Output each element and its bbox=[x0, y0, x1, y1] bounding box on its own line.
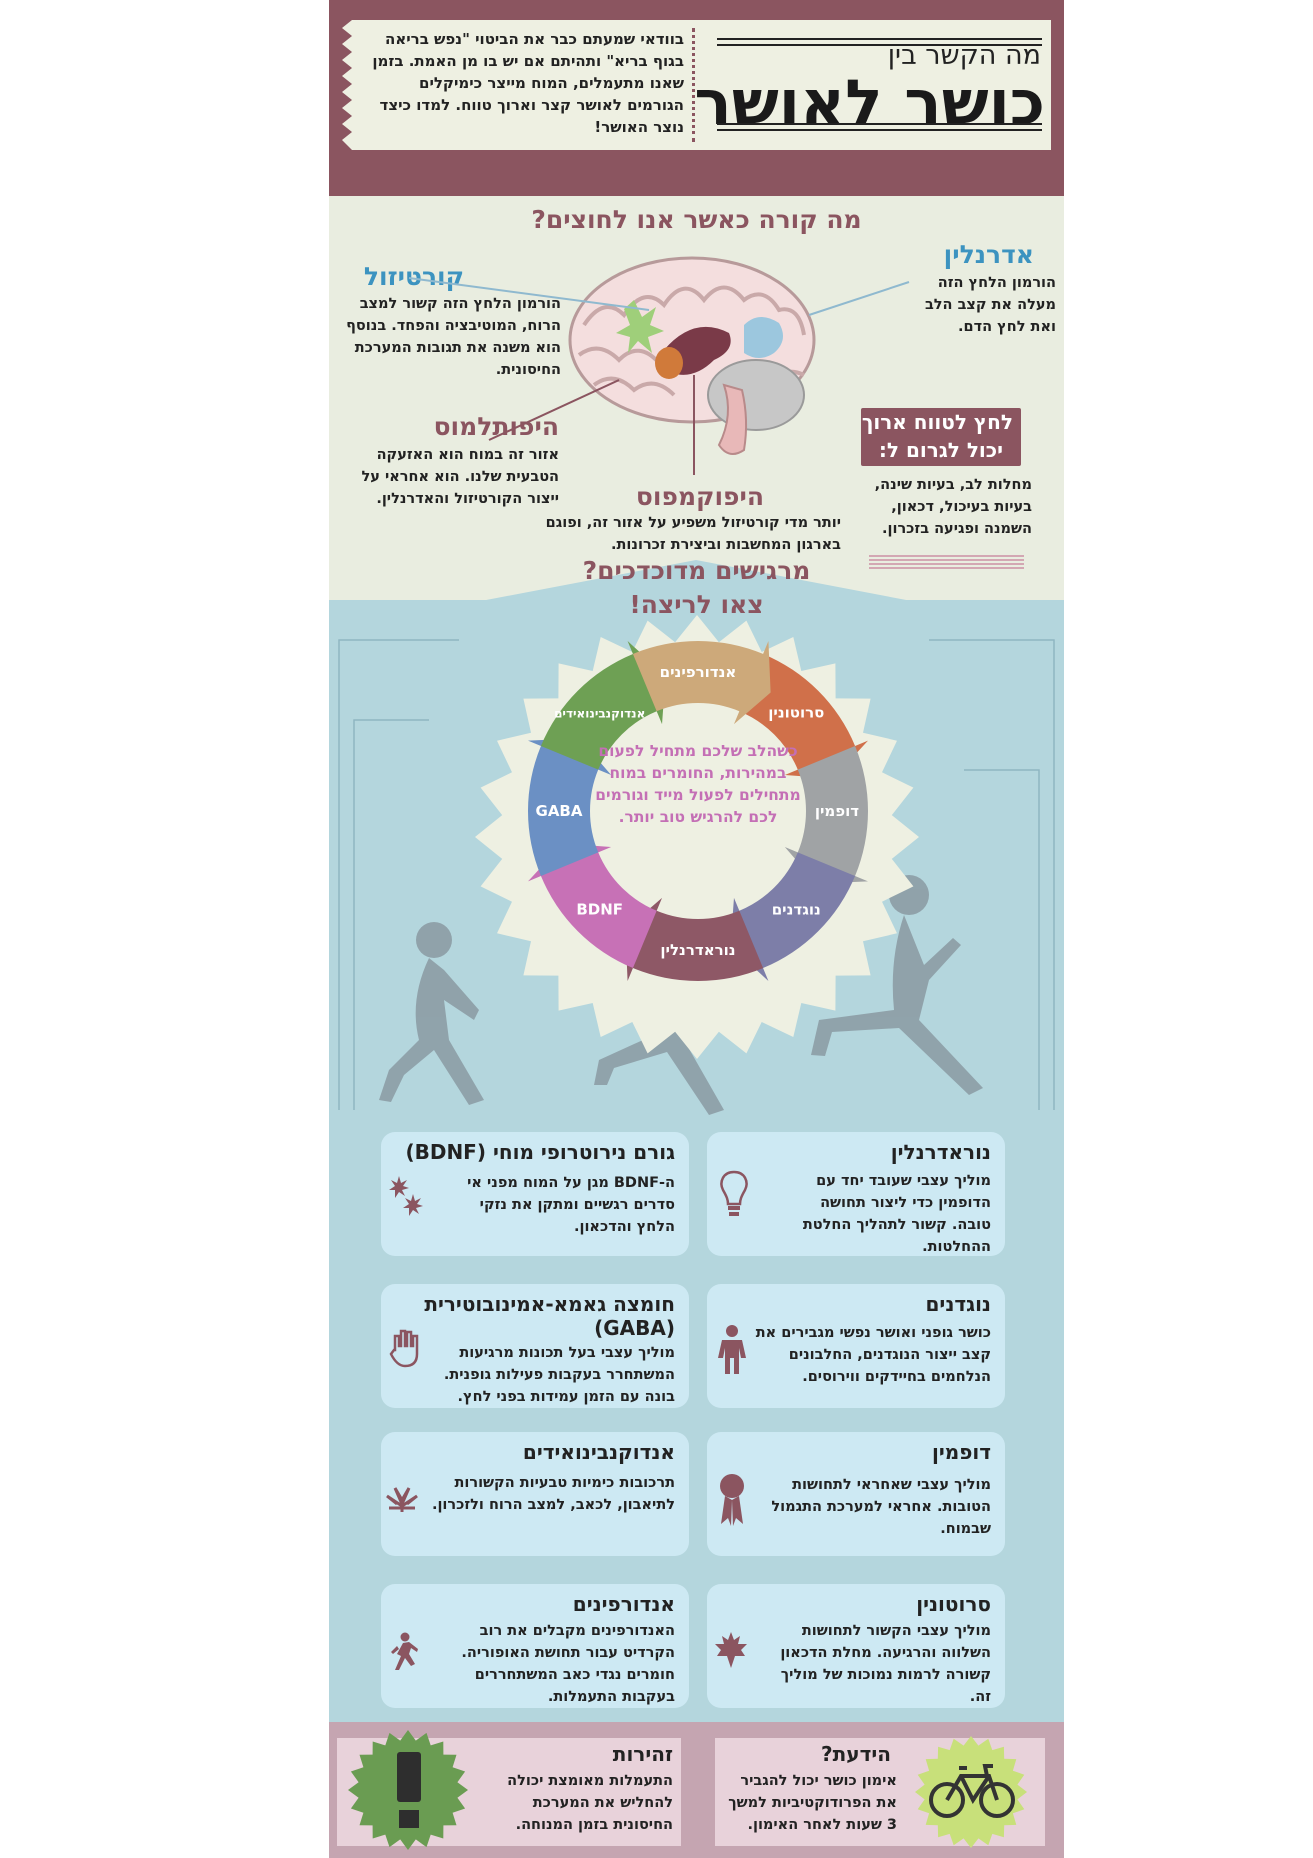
cycle-segment-label: אנדורפינים bbox=[660, 663, 737, 681]
card-endocannabinoids-text: תרכובות כימיות טבעיות הקשורות לתיאבון, ל… bbox=[431, 1475, 675, 1513]
cycle-segment-label: GABA bbox=[536, 802, 583, 820]
warning-title: זהירות bbox=[612, 1742, 673, 1766]
footer-band: הידעת? אימון כושר יכול להגביר את הפרודוק… bbox=[329, 1722, 1064, 1858]
card-noradrenaline: נוראדרנלין מוליך עצבי שעובד יחד עם הדופמ… bbox=[707, 1132, 1005, 1256]
card-serotonin: סרוטונין מוליך עצבי הקשור לתחושות השלווה… bbox=[707, 1584, 1005, 1708]
cycle-segment bbox=[528, 738, 612, 877]
run-cta-heading: צאו לריצה! bbox=[629, 590, 764, 619]
card-antibodies-title: נוגדנים bbox=[925, 1292, 992, 1316]
card-gaba: חומצה גאמא-אמינובוטירית (GABA) מוליך עצב… bbox=[381, 1284, 689, 1408]
card-bdnf-text: ה-BDNF מגן על המוח מפני אי סדרים רגשיים … bbox=[467, 1175, 675, 1235]
card-serotonin-title: סרוטונין bbox=[916, 1592, 991, 1616]
run-question-heading: מרגישים מדוכדכים? bbox=[582, 556, 811, 585]
adrenaline-text: הורמון הלחץ הזה מעלה את קצב הלב ואת לחץ … bbox=[924, 275, 1056, 335]
header-band: בוודאי שמעתם כבר את הביטוי "נפש בריאה בג… bbox=[329, 0, 1064, 196]
cycle-segment-label: נוראדרנלין bbox=[660, 941, 735, 959]
warning-badge bbox=[348, 1730, 468, 1850]
cortisol-text: הורמון הלחץ הזה קשור למצב הרוח, המוטיבצי… bbox=[346, 296, 561, 378]
title-rule-bottom-2 bbox=[717, 129, 1042, 131]
title-card: בוודאי שמעתם כבר את הביטוי "נפש בריאה בג… bbox=[342, 20, 1051, 150]
cycle-segment bbox=[528, 843, 657, 969]
card-dopamine: דופמין מוליך עצבי שאחראי לתחושות הטובות.… bbox=[707, 1432, 1005, 1556]
cycle-segment bbox=[784, 745, 868, 884]
cycle-segment-label: BDNF bbox=[576, 900, 623, 918]
cycle-center-text: כשהלב שלכם מתחיל לפעום במהירות, החומרים … bbox=[595, 742, 801, 826]
bicycle-icon bbox=[929, 1764, 1015, 1818]
cycle-segment bbox=[739, 653, 868, 779]
lightbulb-icon bbox=[720, 1170, 748, 1216]
long-term-text: מחלות לב, בעיות שינה, בעיות בעיכול, דכאו… bbox=[874, 477, 1032, 537]
hypothalamus-text: אזור זה במוח הוא האזעקה הטבעית שלנו. הוא… bbox=[361, 447, 560, 507]
cycle-segment bbox=[632, 641, 771, 725]
warning-card: זהירות התעמלות מאומצת יכולה להחליש את המ… bbox=[337, 1738, 681, 1846]
neurochemical-cycle: סרוטונין דופמין נוגדנים נוראדרנלין BDNF GABA א… bbox=[528, 641, 868, 981]
bicycle-badge bbox=[915, 1736, 1027, 1848]
card-gaba-text: מוליך עצבי בעל תכונות מרגיעות המשתחרר בע… bbox=[443, 1345, 675, 1405]
connector-lines bbox=[408, 277, 910, 475]
frame-lines bbox=[338, 639, 1055, 1110]
hand-icon bbox=[389, 1329, 419, 1368]
long-term-title-1: לחץ לטווח ארוך bbox=[861, 410, 1013, 434]
fact-title: הידעת? bbox=[821, 1742, 891, 1766]
striped-divider bbox=[869, 555, 1024, 569]
cycle-segment-label: נוגדנים bbox=[772, 900, 821, 918]
card-noradrenaline-text: מוליך עצבי שעובד יחד עם הדופמין כדי ליצו… bbox=[802, 1173, 991, 1255]
title-rule-top bbox=[717, 38, 1042, 40]
exclamation-icon bbox=[397, 1752, 421, 1828]
card-gaba-title: חומצה גאמא-אמינובוטירית (GABA) bbox=[424, 1292, 675, 1340]
header-divider bbox=[692, 28, 695, 142]
card-endorphins-text: האנדורפינים מקבלים את רוב הקרדיט עבור תח… bbox=[461, 1623, 675, 1705]
cycle-segment bbox=[625, 897, 764, 981]
zigzag-edge-left bbox=[342, 20, 352, 150]
card-dopamine-text: מוליך עצבי שאחראי לתחושות הטובות. אחראי … bbox=[771, 1477, 991, 1537]
leaf-icon bbox=[386, 1487, 418, 1512]
hippocampus-title: היפוקמפוס bbox=[635, 482, 764, 511]
long-term-title-2: יכול לגרום ל: bbox=[878, 438, 1003, 462]
title-rule-bottom bbox=[717, 123, 1042, 125]
person-icon bbox=[718, 1325, 746, 1374]
cycle-segment-label: סרוטונין bbox=[768, 704, 824, 722]
cycle-segment-label: אנדוקנבינואידים bbox=[554, 707, 645, 721]
maple-leaf-icon bbox=[715, 1632, 747, 1668]
brain-illustration bbox=[568, 256, 816, 455]
card-noradrenaline-title: נוראדרנלין bbox=[890, 1140, 991, 1164]
card-endorphins-title: אנדורפינים bbox=[572, 1592, 675, 1616]
cycle-segment-label: דופמין bbox=[815, 802, 859, 820]
card-bdnf: גורם נירוטרופי מוחי (BDNF) ה-BDNF מגן על… bbox=[381, 1132, 689, 1256]
card-bdnf-title: גורם נירוטרופי מוחי (BDNF) bbox=[405, 1140, 675, 1164]
cycle-segment bbox=[540, 641, 666, 770]
runner-icon bbox=[391, 1632, 418, 1670]
long-term-stress-box: לחץ לטווח ארוך יכול לגרום ל: bbox=[861, 408, 1021, 466]
adrenaline-title: אדרנלין bbox=[943, 240, 1034, 269]
title-rule-top-2 bbox=[717, 44, 1042, 46]
card-antibodies-text: כושר גופני ואושר נפשי מגבירים את קצב ייצ… bbox=[755, 1325, 991, 1385]
title-subtitle: מה הקשר בין bbox=[887, 40, 1041, 71]
burst-icon bbox=[389, 1176, 423, 1216]
hippocampus-text: יותר מדי קורטיזול משפיע על אזור זה, ופוג… bbox=[545, 515, 841, 553]
card-endocannabinoids-title: אנדוקנבינואידים bbox=[522, 1440, 675, 1464]
infographic-poster: בוודאי שמעתם כבר את הביטוי "נפש בריאה בג… bbox=[329, 0, 1064, 1858]
card-endorphins: אנדורפינים האנדורפינים מקבלים את רוב הקר… bbox=[381, 1584, 689, 1708]
cycle-segment bbox=[730, 852, 856, 981]
warning-text: התעמלות מאומצת יכולה להחליש את המערכת הח… bbox=[507, 1773, 673, 1833]
card-serotonin-text: מוליך עצבי הקשור לתחושות השלווה והרגיעה.… bbox=[780, 1623, 991, 1705]
ribbon-award-icon bbox=[720, 1474, 744, 1526]
card-dopamine-title: דופמין bbox=[931, 1440, 991, 1464]
cortisol-title: קורטיזול bbox=[363, 262, 464, 291]
card-endocannabinoids: אנדוקנבינואידים תרכובות כימיות טבעיות הק… bbox=[381, 1432, 689, 1556]
stress-question-heading: מה קורה כאשר אנו לחוצים? bbox=[531, 205, 862, 234]
header-intro-text: בוודאי שמעתם כבר את הביטוי "נפש בריאה בג… bbox=[372, 30, 684, 136]
card-antibodies: נוגדנים כושר גופני ואושר נפשי מגבירים את… bbox=[707, 1284, 1005, 1408]
fact-text: אימון כושר יכול להגביר את הפרודוקטיביות … bbox=[728, 1773, 897, 1833]
